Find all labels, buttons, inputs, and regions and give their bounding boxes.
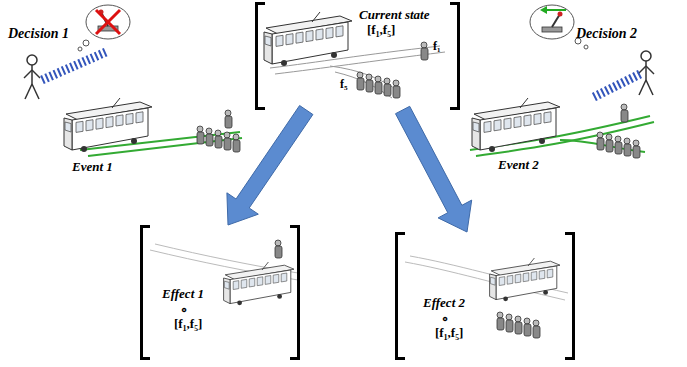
right-bracket (290, 225, 300, 360)
illustration-part (197, 126, 240, 152)
left-bracket (140, 225, 150, 360)
illustration-part (558, 12, 563, 17)
illustration-part (224, 262, 294, 305)
flow-arrow (396, 106, 472, 232)
illustration-part (275, 240, 282, 258)
current-scene (264, 12, 445, 98)
illustration-part (421, 42, 428, 60)
state-bracket: Current state[f₁,f₅] (255, 2, 460, 110)
right-bracket (565, 232, 575, 360)
state-bracket: Effect 2∘[f₁,f₅] (395, 232, 575, 360)
effect-two-scene (405, 256, 568, 338)
decision-two-scene (470, 5, 654, 158)
illustration-part (638, 51, 654, 95)
state-value: ∘ (441, 311, 449, 326)
decision-label: Decision 1 (8, 26, 69, 42)
decision-label: Decision 2 (576, 26, 637, 42)
effect-one-scene (150, 240, 298, 305)
illustration-part (597, 132, 640, 158)
illustration-part (264, 12, 352, 66)
state-title: Current state (359, 8, 429, 23)
event-label: Event 1 (72, 160, 113, 175)
illustration-part (497, 312, 540, 338)
illustration-part (621, 104, 628, 122)
illustration-part (78, 47, 82, 51)
illustration-part (542, 27, 562, 32)
state-value: ∘ (180, 302, 188, 317)
factor-label: f₁ (433, 40, 441, 54)
illustration-part (584, 45, 588, 49)
state-title: Effect 1 (162, 287, 204, 302)
illustration-part (357, 72, 400, 98)
flow-arrow (227, 106, 313, 226)
illustration-part (96, 10, 120, 34)
left-bracket (395, 232, 405, 360)
illustration-part (544, 9, 566, 11)
illustration-part (83, 40, 89, 46)
state-value: [f₁,f₅] (367, 23, 395, 38)
illustration-part (24, 55, 40, 99)
illustration-part (86, 5, 130, 39)
illustration-part (42, 52, 106, 80)
illustration-part (490, 258, 560, 301)
illustration-part (64, 98, 152, 152)
factor-label: f₅ (340, 78, 348, 92)
state-title: Effect 2 (423, 296, 465, 311)
state-bracket: Effect 1∘[f₁,f₅] (140, 225, 300, 360)
illustration-part (530, 5, 574, 39)
left-bracket (255, 2, 265, 110)
state-value: [f₁,f₅] (435, 326, 463, 341)
illustration-part (592, 74, 640, 98)
illustration-part (540, 6, 547, 14)
event-label: Event 2 (498, 158, 539, 173)
illustration-part (225, 110, 232, 128)
right-bracket (450, 2, 460, 110)
state-value: [f₁,f₅] (174, 317, 202, 332)
illustration-part (96, 10, 120, 34)
illustration-part (472, 98, 560, 152)
